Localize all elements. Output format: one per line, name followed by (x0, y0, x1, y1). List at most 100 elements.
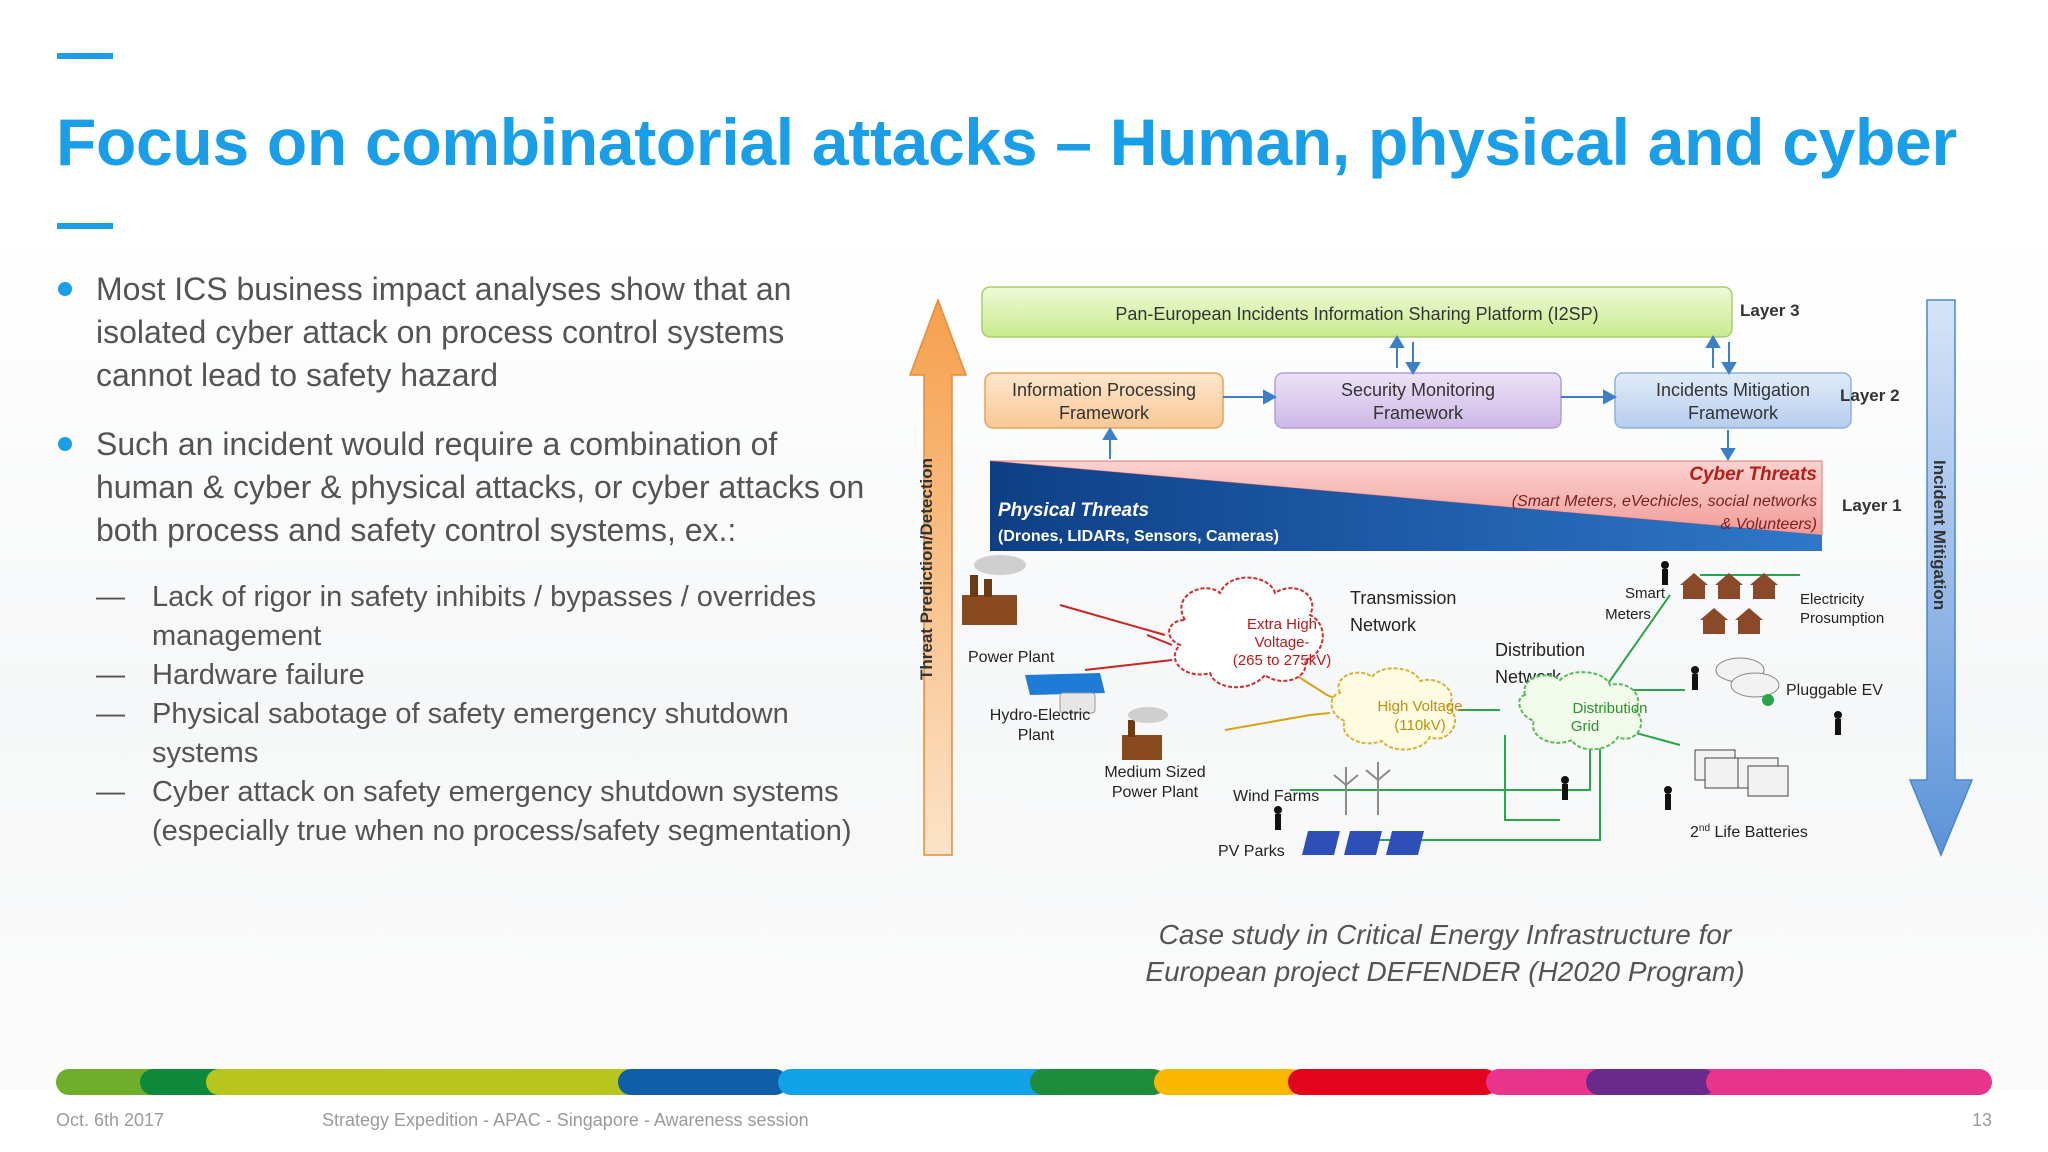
bullet-dot (58, 282, 72, 296)
batteries-superscript: nd (1699, 823, 1710, 834)
layer2-label: Layer 2 (1840, 386, 1900, 405)
ehv-label-2: Voltage- (1254, 634, 1309, 651)
security-monitoring-label-1: Security Monitoring (1341, 380, 1495, 400)
hv-label-1: High Voltage (1377, 698, 1462, 715)
color-bar-segment (206, 1069, 686, 1095)
energy-infrastructure-diagram: Threat Prediction/Detection Incident Mit… (908, 286, 1974, 860)
sub-bullet-dash: — (96, 776, 125, 808)
electricity-prosumption-label-1: Electricity (1800, 591, 1865, 608)
sub-bullet-item: — Physical sabotage of safety emergency … (96, 695, 876, 773)
pv-parks-label: PV Parks (1218, 843, 1285, 860)
sub-bullet-item: — Hardware failure (96, 656, 876, 695)
bullet-item: Most ICS business impact analyses show t… (56, 268, 876, 397)
color-bar-segment (1030, 1069, 1166, 1095)
bullet-text: Such an incident would require a combina… (96, 426, 865, 548)
info-processing-label-1: Information Processing (1012, 380, 1196, 400)
security-monitoring-box (1274, 372, 1562, 429)
batteries-num: 2 (1690, 824, 1699, 841)
color-bar-segment (1706, 1069, 1992, 1095)
sub-bullet-text: Cyber attack on safety emergency shutdow… (152, 776, 852, 847)
footer-date: Oct. 6th 2017 (56, 1110, 165, 1130)
sub-bullet-dash: — (96, 659, 125, 691)
distribution-grid-cloud (1518, 671, 1643, 751)
color-bar-segment (1154, 1069, 1304, 1095)
medium-plant-label-2: Power Plant (1112, 784, 1199, 801)
caption-line-2: European project DEFENDER (H2020 Program… (1145, 956, 1745, 987)
sub-bullet-text: Physical sabotage of safety emergency sh… (152, 698, 789, 769)
ev-car-icon (1715, 657, 1780, 706)
sub-bullet-text: Lack of rigor in safety inhibits / bypas… (152, 581, 817, 652)
footer-event: Strategy Expedition - APAC - Singapore -… (322, 1110, 809, 1130)
physical-threats-detail: (Drones, LIDARs, Sensors, Cameras) (998, 528, 1279, 545)
layer1-label: Layer 1 (1842, 496, 1902, 515)
accent-dash-top (57, 53, 113, 59)
threat-prediction-arrow (908, 297, 968, 856)
color-bar-segment (1288, 1069, 1498, 1095)
houses-icon (1680, 573, 1778, 634)
bullet-list: Most ICS business impact analyses show t… (56, 268, 876, 851)
distribution-network-label-1: Distribution (1495, 640, 1585, 660)
batteries-icon (1694, 749, 1789, 797)
dg-label-2: Grid (1571, 718, 1599, 735)
smart-meters-label-2: Meters (1605, 606, 1651, 623)
info-processing-label-2: Framework (1059, 403, 1150, 423)
cyber-threats-detail-2: & Volunteers) (1721, 516, 1817, 533)
pv-panels-icon (1302, 831, 1424, 855)
color-bar-segment (618, 1069, 788, 1095)
pluggable-ev-label: Pluggable EV (1786, 682, 1883, 699)
bullet-text: Most ICS business impact analyses show t… (96, 271, 792, 393)
smart-meters-label-1: Smart (1625, 585, 1666, 602)
high-voltage-cloud (1330, 667, 1456, 751)
physical-threats-label: Physical Threats (998, 500, 1149, 521)
hv-label-2: (110kV) (1394, 717, 1445, 734)
color-bar-segment (1586, 1069, 1716, 1095)
batteries-text: Life Batteries (1710, 824, 1808, 841)
info-processing-box (984, 372, 1224, 429)
incident-mitigation-arrow (1908, 299, 1974, 857)
ehv-label-1: Extra High (1247, 616, 1317, 633)
hydro-plant-icon (1025, 673, 1105, 714)
i2sp-label: Pan-European Incidents Information Shari… (1115, 304, 1598, 324)
ehv-label-3: (265 to 275kV) (1233, 652, 1331, 669)
cyber-threats-detail-1: (Smart Meters, eVechicles, social networ… (1512, 493, 1817, 510)
incidents-mitigation-label-1: Incidents Mitigation (1656, 380, 1810, 400)
wind-turbine-icon (1333, 762, 1391, 815)
i2sp-box (981, 286, 1733, 338)
footer-page-number: 13 (1971, 1110, 1992, 1130)
transmission-label-2: Network (1350, 615, 1417, 635)
security-monitoring-label-2: Framework (1373, 403, 1464, 423)
person-icons (1274, 561, 1842, 830)
wind-farms-label: Wind Farms (1233, 788, 1319, 805)
bullet-dot (58, 437, 72, 451)
physical-threats-wedge (990, 461, 1822, 551)
medium-plant-label-1: Medium Sized (1104, 764, 1205, 781)
sub-bullet-list: — Lack of rigor in safety inhibits / byp… (56, 578, 876, 851)
threat-prediction-label: Threat Prediction/Detection (917, 458, 936, 680)
cyber-threats-label: Cyber Threats (1689, 464, 1817, 485)
incident-mitigation-label: Incident Mitigation (1930, 460, 1949, 610)
layer-connectors (1102, 335, 1737, 461)
extra-high-voltage-cloud (1168, 576, 1324, 689)
bullet-item: Such an incident would require a combina… (56, 423, 876, 552)
hydro-plant-label-1: Hydro-Electric (990, 707, 1090, 724)
diagram-caption: Case study in Critical Energy Infrastruc… (1080, 916, 1810, 990)
dg-label-1: Distribution (1572, 700, 1647, 717)
electricity-prosumption-label-2: Prosumption (1800, 610, 1884, 627)
caption-line-1: Case study in Critical Energy Infrastruc… (1158, 919, 1732, 950)
sub-bullet-item: — Lack of rigor in safety inhibits / byp… (96, 578, 876, 656)
incidents-mitigation-box (1614, 372, 1852, 429)
hydro-plant-label-2: Plant (1018, 727, 1055, 744)
batteries-label: 2nd Life Batteries (1690, 823, 1808, 841)
sub-bullet-text: Hardware failure (152, 659, 365, 691)
medium-plant-icon (1122, 707, 1168, 760)
sub-bullet-item: — Cyber attack on safety emergency shutd… (96, 773, 876, 851)
transmission-label-1: Transmission (1350, 588, 1456, 608)
color-bar (56, 1069, 1992, 1095)
layer3-label: Layer 3 (1740, 301, 1800, 320)
accent-dash-bottom (57, 223, 113, 229)
color-bar-segment (778, 1069, 1098, 1095)
incidents-mitigation-label-2: Framework (1688, 403, 1779, 423)
sub-bullet-dash: — (96, 698, 125, 730)
power-plant-icon (962, 555, 1026, 625)
slide-title: Focus on combinatorial attacks – Human, … (56, 105, 1957, 179)
